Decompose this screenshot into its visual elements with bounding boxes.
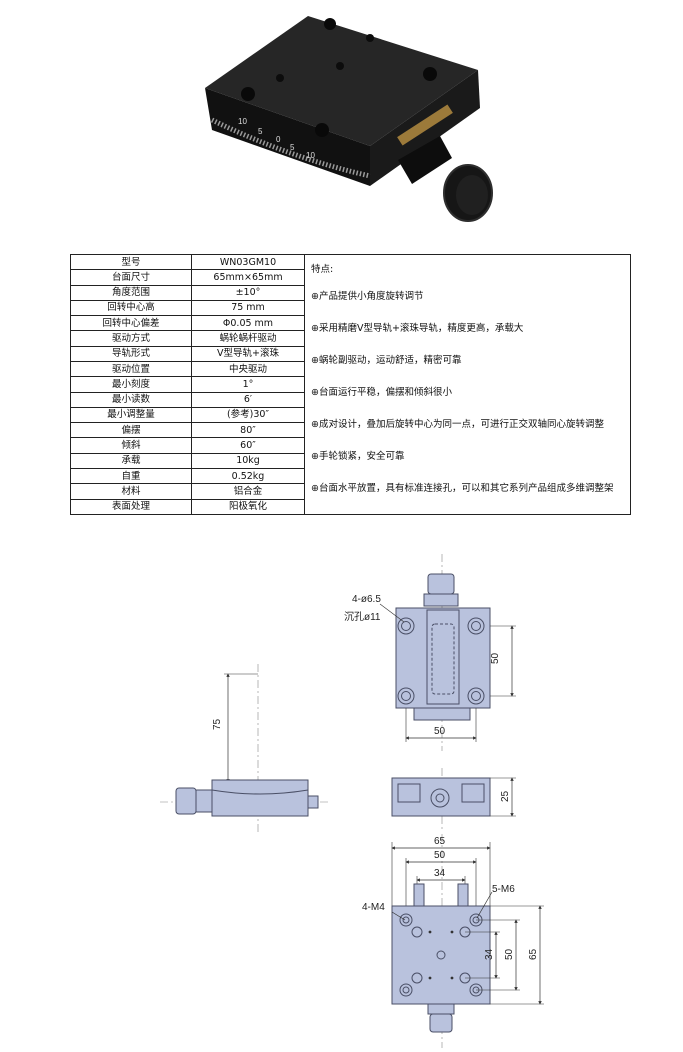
spec-value: 阳极氧化 <box>191 498 305 515</box>
spec-value: 蜗轮蜗杆驱动 <box>191 330 305 347</box>
spec-value: 中央驱动 <box>191 360 305 378</box>
dim-front-height: 25 <box>500 790 511 802</box>
spec-value: 60″ <box>191 437 305 454</box>
thread-small-label: 4-M4 <box>362 902 385 913</box>
front-view-drawing: 25 <box>391 768 516 832</box>
dim-width: 50 <box>434 726 446 737</box>
spec-value: Φ0.05 mm <box>191 315 305 332</box>
dial-mark: 5 <box>258 127 263 136</box>
counterbore-label: 沉孔ø11 <box>344 610 381 623</box>
top-view-drawing: 4-ø6.5 沉孔ø11 50 50 <box>344 554 516 751</box>
dim-mid-width: 50 <box>434 850 446 861</box>
mount-hole <box>324 18 336 30</box>
dim-v-mid: 50 <box>504 948 515 960</box>
dial-mark: 10 <box>238 117 247 126</box>
knob-housing <box>398 136 452 184</box>
dim-height: 50 <box>490 652 501 664</box>
mount-hole <box>241 87 255 101</box>
dim-v-outer: 65 <box>528 948 539 960</box>
spec-label: 最小读数 <box>70 391 192 408</box>
mount-hole <box>315 123 329 137</box>
dim-outer-width: 65 <box>434 836 446 847</box>
mount-hole <box>276 74 284 82</box>
table-row: 最小调整量(参考)30″ <box>70 406 631 424</box>
feature-item: ⊕台面运行平稳，偏摆和倾斜很小 <box>311 387 452 398</box>
top-view-body <box>395 607 491 709</box>
spec-label: 最小刻度 <box>70 376 192 393</box>
thread-large-label: 5-M6 <box>492 884 515 895</box>
spec-label: 承载 <box>70 452 192 469</box>
feature-item: ⊕台面水平放置，具有标准连接孔，可以和其它系列产品组成多维调整架 <box>311 483 614 494</box>
dim-inner-width: 34 <box>434 868 446 879</box>
stage-top-plate <box>205 16 478 146</box>
adjust-knob-face <box>456 175 488 215</box>
spec-label: 材料 <box>70 483 192 500</box>
spec-value: 0.52kg <box>191 467 305 485</box>
spec-label: 导轨形式 <box>70 345 192 362</box>
features-title: 特点: <box>311 264 334 275</box>
spec-label: 最小调整量 <box>70 406 192 424</box>
spec-label: 偏摆 <box>70 422 192 439</box>
feature-item: ⊕产品提供小角度旋转调节 <box>311 291 424 302</box>
spec-label: 表面处理 <box>70 498 192 515</box>
spec-label: 自重 <box>70 467 192 485</box>
product-photo: 10 5 0 5 10 <box>205 16 493 222</box>
spec-value: 10kg <box>191 452 305 469</box>
bottom-view-drawing: 65 50 34 4-M4 5-M6 <box>362 834 544 1048</box>
mount-hole <box>423 67 437 81</box>
mount-hole <box>336 62 344 70</box>
table-row: 型号 WN03GM10 特点: ⊕产品提供小角度旋转调节 ⊕采用精磨V型导轨+滚… <box>70 253 631 515</box>
brass-rail <box>397 104 453 146</box>
spec-table: 型号 WN03GM10 特点: ⊕产品提供小角度旋转调节 ⊕采用精磨V型导轨+滚… <box>70 253 631 515</box>
mount-hole <box>366 34 374 42</box>
spec-value: V型导轨+滚珠 <box>191 345 305 362</box>
feature-item: ⊕手轮锁紧，安全可靠 <box>311 451 405 462</box>
spec-label: 型号 <box>70 253 192 271</box>
spec-label: 回转中心偏差 <box>70 315 192 332</box>
feature-item: ⊕成对设计，叠加后旋转中心为同一点，可进行正交双轴同心旋转调整 <box>311 419 604 430</box>
dim-v-inner: 34 <box>484 948 495 960</box>
spec-label: 角度范围 <box>70 284 192 301</box>
hole-label: 4-ø6.5 <box>352 594 381 605</box>
dim-center-height: 75 <box>212 718 223 730</box>
spec-label: 台面尺寸 <box>70 269 192 286</box>
spec-label: 驱动方式 <box>70 330 192 347</box>
spec-label: 驱动位置 <box>70 360 192 378</box>
dial-mark: 10 <box>306 151 315 160</box>
spec-label: 回转中心高 <box>70 299 192 317</box>
side-view-drawing: 75 <box>160 664 330 832</box>
bottom-view-body <box>391 905 491 1005</box>
spec-value: 铝合金 <box>191 483 305 500</box>
side-view-body <box>211 779 309 817</box>
features-cell: 特点: ⊕产品提供小角度旋转调节 ⊕采用精磨V型导轨+滚珠导轨，精度更高，承载大… <box>304 254 631 515</box>
spec-label: 倾斜 <box>70 437 192 454</box>
feature-item: ⊕采用精磨V型导轨+滚珠导轨，精度更高，承载大 <box>311 323 524 334</box>
spec-value: 75 mm <box>191 299 305 317</box>
table-row: 材料铝合金 <box>70 483 631 500</box>
spec-value: 6′ <box>191 391 305 408</box>
dial-band <box>210 117 371 179</box>
spec-value: ±10° <box>191 284 305 301</box>
dial-mark: 5 <box>290 143 295 152</box>
technical-drawings: 4-ø6.5 沉孔ø11 50 50 75 25 <box>160 554 544 1048</box>
spec-value: 80″ <box>191 422 305 439</box>
dial-mark: 0 <box>276 135 281 144</box>
feature-item: ⊕蜗轮副驱动，运动舒适，精密可靠 <box>311 355 462 366</box>
spec-value: 65mm×65mm <box>191 269 305 286</box>
table-row: 角度范围±10° <box>70 284 631 301</box>
table-row: 表面处理阳极氧化 <box>70 498 631 515</box>
spec-value: WN03GM10 <box>191 253 305 271</box>
table-row: 驱动方式蜗轮蜗杆驱动 <box>70 330 631 347</box>
spec-value: (参考)30″ <box>191 406 305 424</box>
stage-front-face <box>205 88 370 186</box>
spec-value: 1° <box>191 376 305 393</box>
